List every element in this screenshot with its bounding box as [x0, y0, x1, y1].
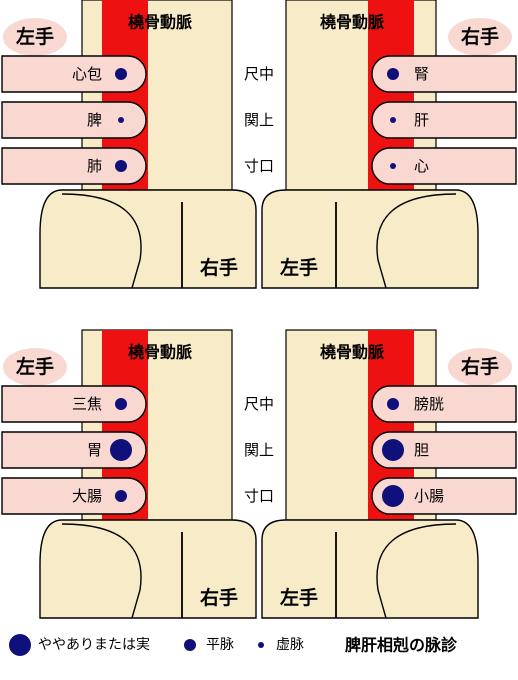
left-hand-badge	[3, 18, 67, 56]
artery-label-left: 橈骨動脈	[128, 343, 192, 362]
right-finger-3	[371, 477, 517, 515]
left-pulse-dot-1	[115, 398, 127, 410]
right-hand-badge	[448, 348, 512, 386]
right-pulse-label-1: 腎	[414, 65, 429, 83]
bottom-left-hand-label: 右手	[199, 586, 238, 609]
left-finger-2	[1, 101, 147, 139]
legend-strong-dot	[9, 634, 31, 656]
left-pulse-dot-3	[115, 160, 127, 172]
left-palm	[39, 189, 257, 289]
left-pulse-label-3: 大腸	[72, 487, 102, 505]
right-pulse-dot-2	[382, 439, 404, 461]
right-pulse-label-3: 小腸	[414, 487, 444, 505]
left-pulse-dot-3	[115, 490, 127, 502]
artery-label-right: 橈骨動脈	[320, 13, 384, 32]
right-pulse-dot-2	[390, 117, 396, 123]
right-finger-3	[371, 147, 517, 185]
position-label-2: 関上	[244, 441, 274, 459]
left-pulse-label-1: 三焦	[72, 395, 102, 413]
left-finger-2	[1, 431, 147, 469]
left-palm	[39, 519, 257, 619]
right-pulse-dot-1	[387, 68, 399, 80]
left-finger-3	[1, 477, 147, 515]
right-pulse-label-2: 胆	[414, 441, 429, 459]
right-hand-label: 右手	[460, 355, 499, 378]
artery-label-right: 橈骨動脈	[320, 343, 384, 362]
right-thumb-line	[376, 523, 457, 619]
left-thumb-line	[61, 523, 142, 619]
bottom-right-hand-label: 左手	[280, 586, 318, 609]
legend-normal-dot	[184, 639, 196, 651]
right-pulse-label-1: 膀胱	[414, 395, 444, 413]
right-pulse-label-2: 肝	[414, 111, 429, 129]
diagram-title: 脾肝相剋の脉診	[345, 636, 458, 655]
legend-weak-dot	[258, 642, 264, 648]
position-label-3: 寸口	[244, 157, 274, 175]
right-palm	[261, 519, 479, 619]
position-label-2: 関上	[244, 111, 274, 129]
bottom-right-hand-label: 左手	[280, 256, 318, 279]
right-finger-2	[371, 431, 517, 469]
legend-weak-label: 虚脉	[276, 637, 304, 653]
left-hand-badge	[3, 348, 67, 386]
right-finger-1	[371, 385, 517, 423]
left-finger-3	[1, 147, 147, 185]
position-label-1: 尺中	[244, 65, 274, 83]
left-pulse-label-1: 心包	[72, 65, 102, 83]
left-finger-1	[1, 385, 147, 423]
pulse-panel-2: 橈骨動脈橈骨動脈左手右手三焦膀胱尺中胃胆関上大腸小腸寸口右手左手	[1, 329, 517, 619]
position-label-3: 寸口	[244, 487, 274, 505]
right-finger-2	[371, 101, 517, 139]
legend-strong-label: ややありまたは実	[38, 637, 150, 653]
left-pulse-dot-2	[110, 439, 132, 461]
left-pulse-dot-2	[118, 117, 124, 123]
legend-normal-label: 平脉	[206, 637, 234, 653]
left-pulse-label-2: 胃	[87, 441, 102, 459]
left-pulse-label-3: 肺	[87, 157, 102, 175]
pulse-panel-1: 橈骨動脈橈骨動脈左手右手心包腎尺中脾肝関上肺心寸口右手左手	[1, 0, 517, 289]
right-pulse-dot-3	[390, 163, 396, 169]
right-palm	[261, 189, 479, 289]
legend: ややありまたは実 平脉 虚脉 脾肝相剋の脉診	[9, 634, 458, 656]
right-pulse-dot-1	[387, 398, 399, 410]
right-hand-label: 右手	[460, 25, 499, 48]
left-hand-label: 左手	[16, 355, 54, 378]
position-label-1: 尺中	[244, 395, 274, 413]
left-finger-1	[1, 55, 147, 93]
bottom-left-hand-label: 右手	[199, 256, 238, 279]
left-pulse-dot-1	[115, 68, 127, 80]
right-pulse-dot-3	[382, 485, 404, 507]
right-finger-1	[371, 55, 517, 93]
right-hand-badge	[448, 18, 512, 56]
artery-label-left: 橈骨動脈	[128, 13, 192, 32]
left-thumb-line	[61, 193, 142, 289]
right-pulse-label-3: 心	[414, 157, 429, 175]
right-thumb-line	[376, 193, 457, 289]
left-pulse-label-2: 脾	[87, 111, 102, 129]
left-hand-label: 左手	[16, 25, 54, 48]
